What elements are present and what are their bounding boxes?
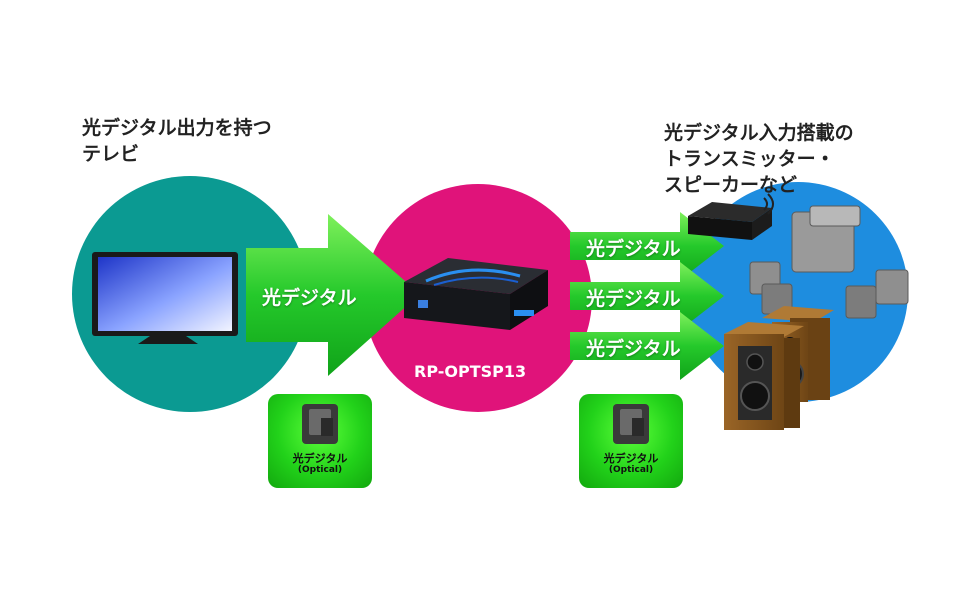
output-arrow-2 [570, 262, 724, 330]
optical-badge-output: 光デジタル (Optical) [579, 394, 683, 488]
main-arrow [246, 214, 420, 376]
output-label-3: 光デジタル [586, 338, 681, 360]
badge-label: 光デジタル [292, 452, 348, 465]
output-label-1: 光デジタル [586, 238, 681, 260]
optical-port-icon [302, 404, 338, 444]
badge-label: 光デジタル [603, 452, 659, 465]
output-label-2: 光デジタル [586, 288, 681, 310]
source-title: 光デジタル出力を持つ テレビ [82, 117, 272, 165]
target-title: 光デジタル入力搭載の トランスミッター・ スピーカーなど [664, 122, 854, 196]
optical-badge-input: 光デジタル (Optical) [268, 394, 372, 488]
transmitter-icon [688, 193, 774, 240]
badge-sublabel: (Optical) [297, 465, 343, 475]
bookshelf-speakers-icon [724, 306, 834, 430]
output-arrow-1 [570, 212, 724, 280]
surround-speakers-icon [749, 205, 909, 319]
converter-device-icon [404, 258, 548, 330]
badge-sublabel: (Optical) [608, 465, 654, 475]
optical-port-icon [613, 404, 649, 444]
output-arrow-3 [570, 312, 724, 380]
tv-icon [92, 252, 238, 344]
main-arrow-label: 光デジタル [262, 287, 357, 309]
device-model-label: RP-OPTSP13 [414, 362, 527, 381]
